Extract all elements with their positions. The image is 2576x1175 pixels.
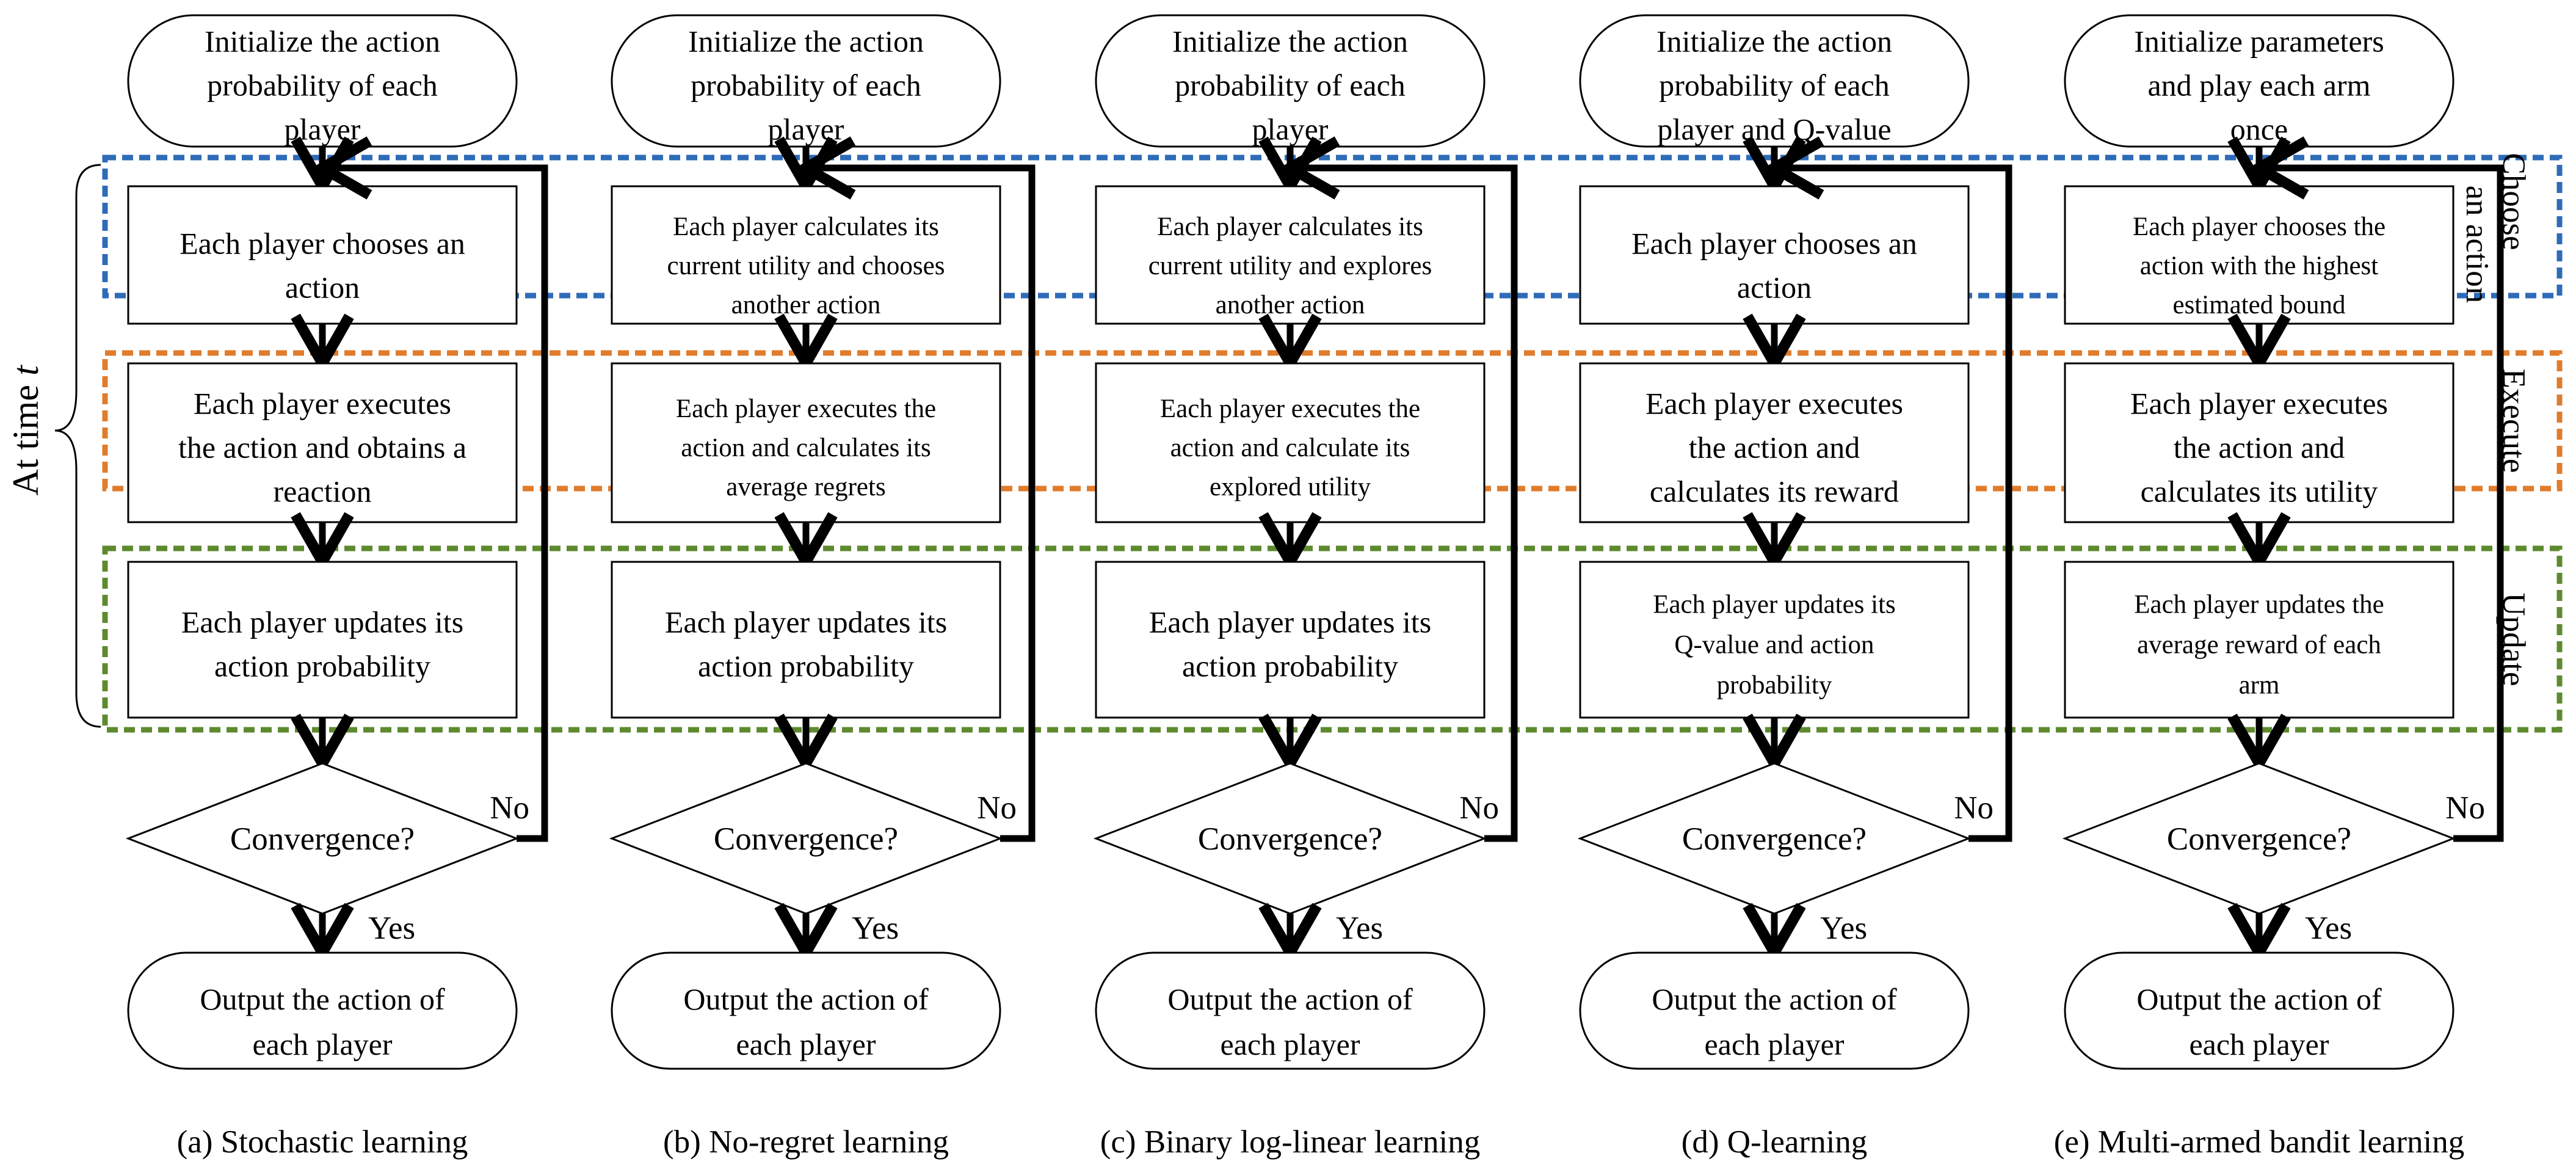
update-process-a [127, 561, 518, 719]
update-process-c [1095, 561, 1486, 719]
caption-a: (a) Stochastic learning [177, 1124, 468, 1160]
choose-process-d [1579, 185, 1970, 325]
no-loop-arrow-a [311, 136, 548, 842]
no-loop-arrow-e [2248, 136, 2504, 842]
time-brace [54, 164, 101, 728]
no-label-d: No [1954, 790, 1994, 826]
choose-process-a [127, 185, 518, 325]
time-label: At time t [5, 365, 46, 496]
execute-process-c [1095, 362, 1486, 523]
caption-d: (d) Q-learning [1682, 1124, 1868, 1160]
execute-process-e [2064, 362, 2454, 523]
convergence-text-e: Convergence? [2167, 821, 2351, 857]
convergence-text-d: Convergence? [1682, 821, 1867, 857]
caption-e: (e) Multi-armed bandit learning [2054, 1124, 2465, 1160]
output-terminator-c [1095, 951, 1486, 1070]
no-label-e: No [2445, 790, 2485, 826]
yes-label-d: Yes [1820, 911, 1867, 946]
caption-c: (c) Binary log-linear learning [1100, 1124, 1481, 1160]
yes-label-a: Yes [368, 911, 415, 946]
no-loop-arrow-d [1763, 136, 2012, 842]
no-label-c: No [1459, 790, 1499, 826]
update-process-b [611, 561, 1001, 719]
execute-process-a [127, 362, 518, 523]
convergence-text-a: Convergence? [230, 821, 415, 857]
output-terminator-e [2064, 951, 2454, 1070]
output-terminator-a [127, 951, 518, 1070]
yes-label-b: Yes [852, 911, 899, 946]
execute-process-b [611, 362, 1001, 523]
update-band [102, 545, 2563, 733]
no-label-a: No [490, 790, 529, 826]
output-terminator-d [1579, 951, 1970, 1070]
caption-b: (b) No-regret learning [663, 1124, 949, 1160]
update-process-e [2064, 561, 2454, 719]
convergence-text-c: Convergence? [1198, 821, 1382, 857]
update-process-d [1579, 561, 1970, 719]
choose-action-label-line-2: an action [2459, 186, 2495, 304]
convergence-text-b: Convergence? [714, 821, 898, 857]
output-terminator-b [611, 951, 1001, 1070]
no-loop-arrow-c [1279, 136, 1518, 842]
yes-label-e: Yes [2305, 911, 2352, 946]
no-label-b: No [977, 790, 1017, 826]
no-loop-arrow-b [795, 136, 1036, 842]
choose-process-c [1095, 185, 1486, 325]
yes-label-c: Yes [1336, 911, 1383, 946]
